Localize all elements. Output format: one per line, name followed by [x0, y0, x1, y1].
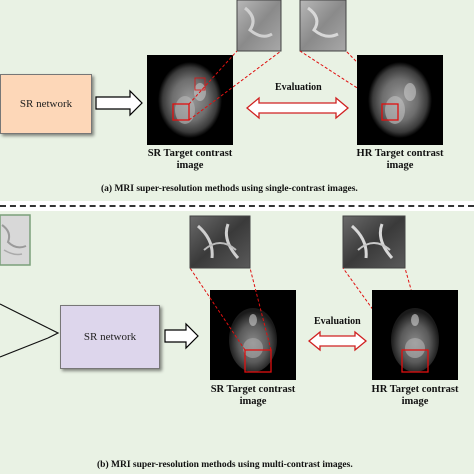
- roi-box-hr-b: [401, 349, 429, 373]
- output-arrow-a: [95, 89, 143, 117]
- sr-image-caption-b-line1: SR Target contrast: [210, 384, 296, 395]
- hr-target-image-a: [357, 55, 443, 145]
- sr-target-image-a: [147, 55, 233, 145]
- sr-network-label-b: SR network: [83, 331, 137, 343]
- sr-image-caption-a-line1: SR Target contrast: [147, 148, 233, 159]
- sr-image-caption-b-line2: image: [239, 396, 267, 407]
- roi-box-hr-a: [381, 103, 399, 121]
- sr-network-box-b: SR network: [60, 305, 160, 369]
- evaluation-arrow-b: [307, 330, 368, 352]
- evaluation-arrow-a: [245, 96, 350, 120]
- sr-network-box-a: SR network: [0, 74, 92, 134]
- input-arrows-b: [0, 303, 60, 358]
- zoom-patch-hr-b: [342, 215, 406, 269]
- zoom-patch-sr-b: [189, 215, 251, 269]
- evaluation-label-b: Evaluation: [314, 316, 361, 327]
- sr-image-caption-a: SR Target contrast image: [140, 148, 240, 172]
- roi-box-sr-a: [172, 103, 190, 121]
- sr-target-image-b: [210, 290, 296, 380]
- zoom-patch-hr-a: [299, 0, 347, 52]
- hr-image-caption-b-line2: image: [401, 396, 429, 407]
- sr-image-caption-b: SR Target contrast image: [203, 384, 303, 408]
- input-image-thumbnail-b: [0, 214, 31, 266]
- hr-image-caption-a-line1: HR Target contrast: [356, 148, 444, 159]
- output-arrow-b: [164, 322, 199, 350]
- hr-image-caption-b: HR Target contrast image: [365, 384, 465, 408]
- hr-image-caption-a: HR Target contrast image: [350, 148, 450, 172]
- section-divider: [0, 205, 474, 207]
- hr-image-caption-b-line1: HR Target contrast: [371, 384, 459, 395]
- caption-b: (b) MRI super-resolution methods using m…: [97, 460, 353, 470]
- evaluation-label-a: Evaluation: [275, 82, 322, 93]
- sr-network-label-a: SR network: [19, 98, 73, 110]
- roi-box-sr-b: [244, 349, 272, 373]
- caption-a: (a) MRI super-resolution methods using s…: [101, 184, 358, 194]
- sr-image-caption-a-line2: image: [176, 160, 204, 171]
- zoom-patch-sr-a: [236, 0, 282, 52]
- hr-image-caption-a-line2: image: [386, 160, 414, 171]
- hr-target-image-b: [372, 290, 458, 380]
